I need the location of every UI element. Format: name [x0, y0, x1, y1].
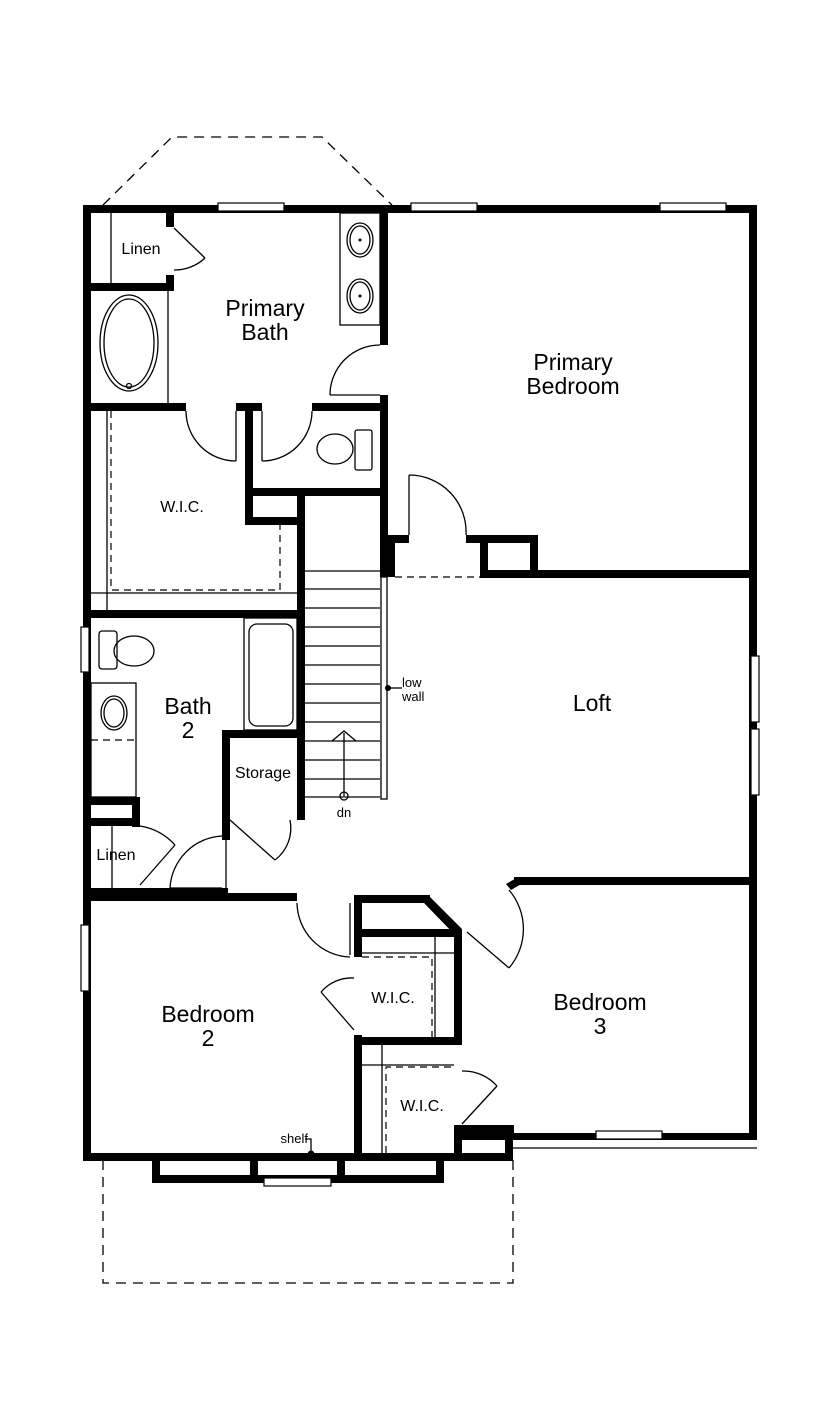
primary-bath-line1: Primary: [225, 295, 305, 321]
bedroom3-line2: 3: [593, 1013, 607, 1040]
bath2-line1: Bath: [164, 693, 212, 719]
primary-wic-shelving: [91, 411, 297, 610]
bedroom2-line1: Bedroom: [161, 1001, 255, 1027]
primary-bedroom-line1: Primary: [533, 349, 613, 375]
staircase: [297, 495, 402, 801]
primary-suite-walls: [83, 205, 757, 618]
bath2-line2: 2: [181, 717, 195, 744]
room-label-storage: Storage: [234, 765, 292, 782]
bedroom3-line1: Bedroom: [553, 989, 647, 1015]
low-wall-line1: low: [402, 675, 422, 690]
shelf-marker: [305, 1138, 315, 1158]
low-wall-line2: wall: [402, 688, 425, 704]
bottom-porch-outline: [102, 1160, 514, 1284]
annotation-shelf: shelf: [280, 1131, 308, 1146]
primary-bedroom-line2: Bedroom: [526, 373, 620, 400]
top-bay-outline: [102, 136, 393, 206]
room-label-primary-wic: W.I.C.: [160, 499, 204, 516]
bedroom3-walls: [454, 877, 757, 1133]
primary-bath-line2: Bath: [241, 319, 289, 346]
room-label-wic-bedroom2-lower: W.I.C.: [400, 1098, 444, 1115]
room-label-wic-bedroom2-upper: W.I.C.: [371, 990, 415, 1007]
bedroom2-line2: 2: [201, 1025, 215, 1052]
windows: [80, 202, 760, 1187]
annotation-stairs-down: dn: [336, 805, 352, 820]
primary-bath-fixtures: [99, 212, 467, 536]
room-label-loft: Loft: [572, 690, 612, 716]
room-label-linen-top: Linen: [121, 241, 161, 258]
bedroom2-closet-walls: [296, 895, 498, 1161]
room-label-linen-mid: Linen: [96, 847, 136, 864]
